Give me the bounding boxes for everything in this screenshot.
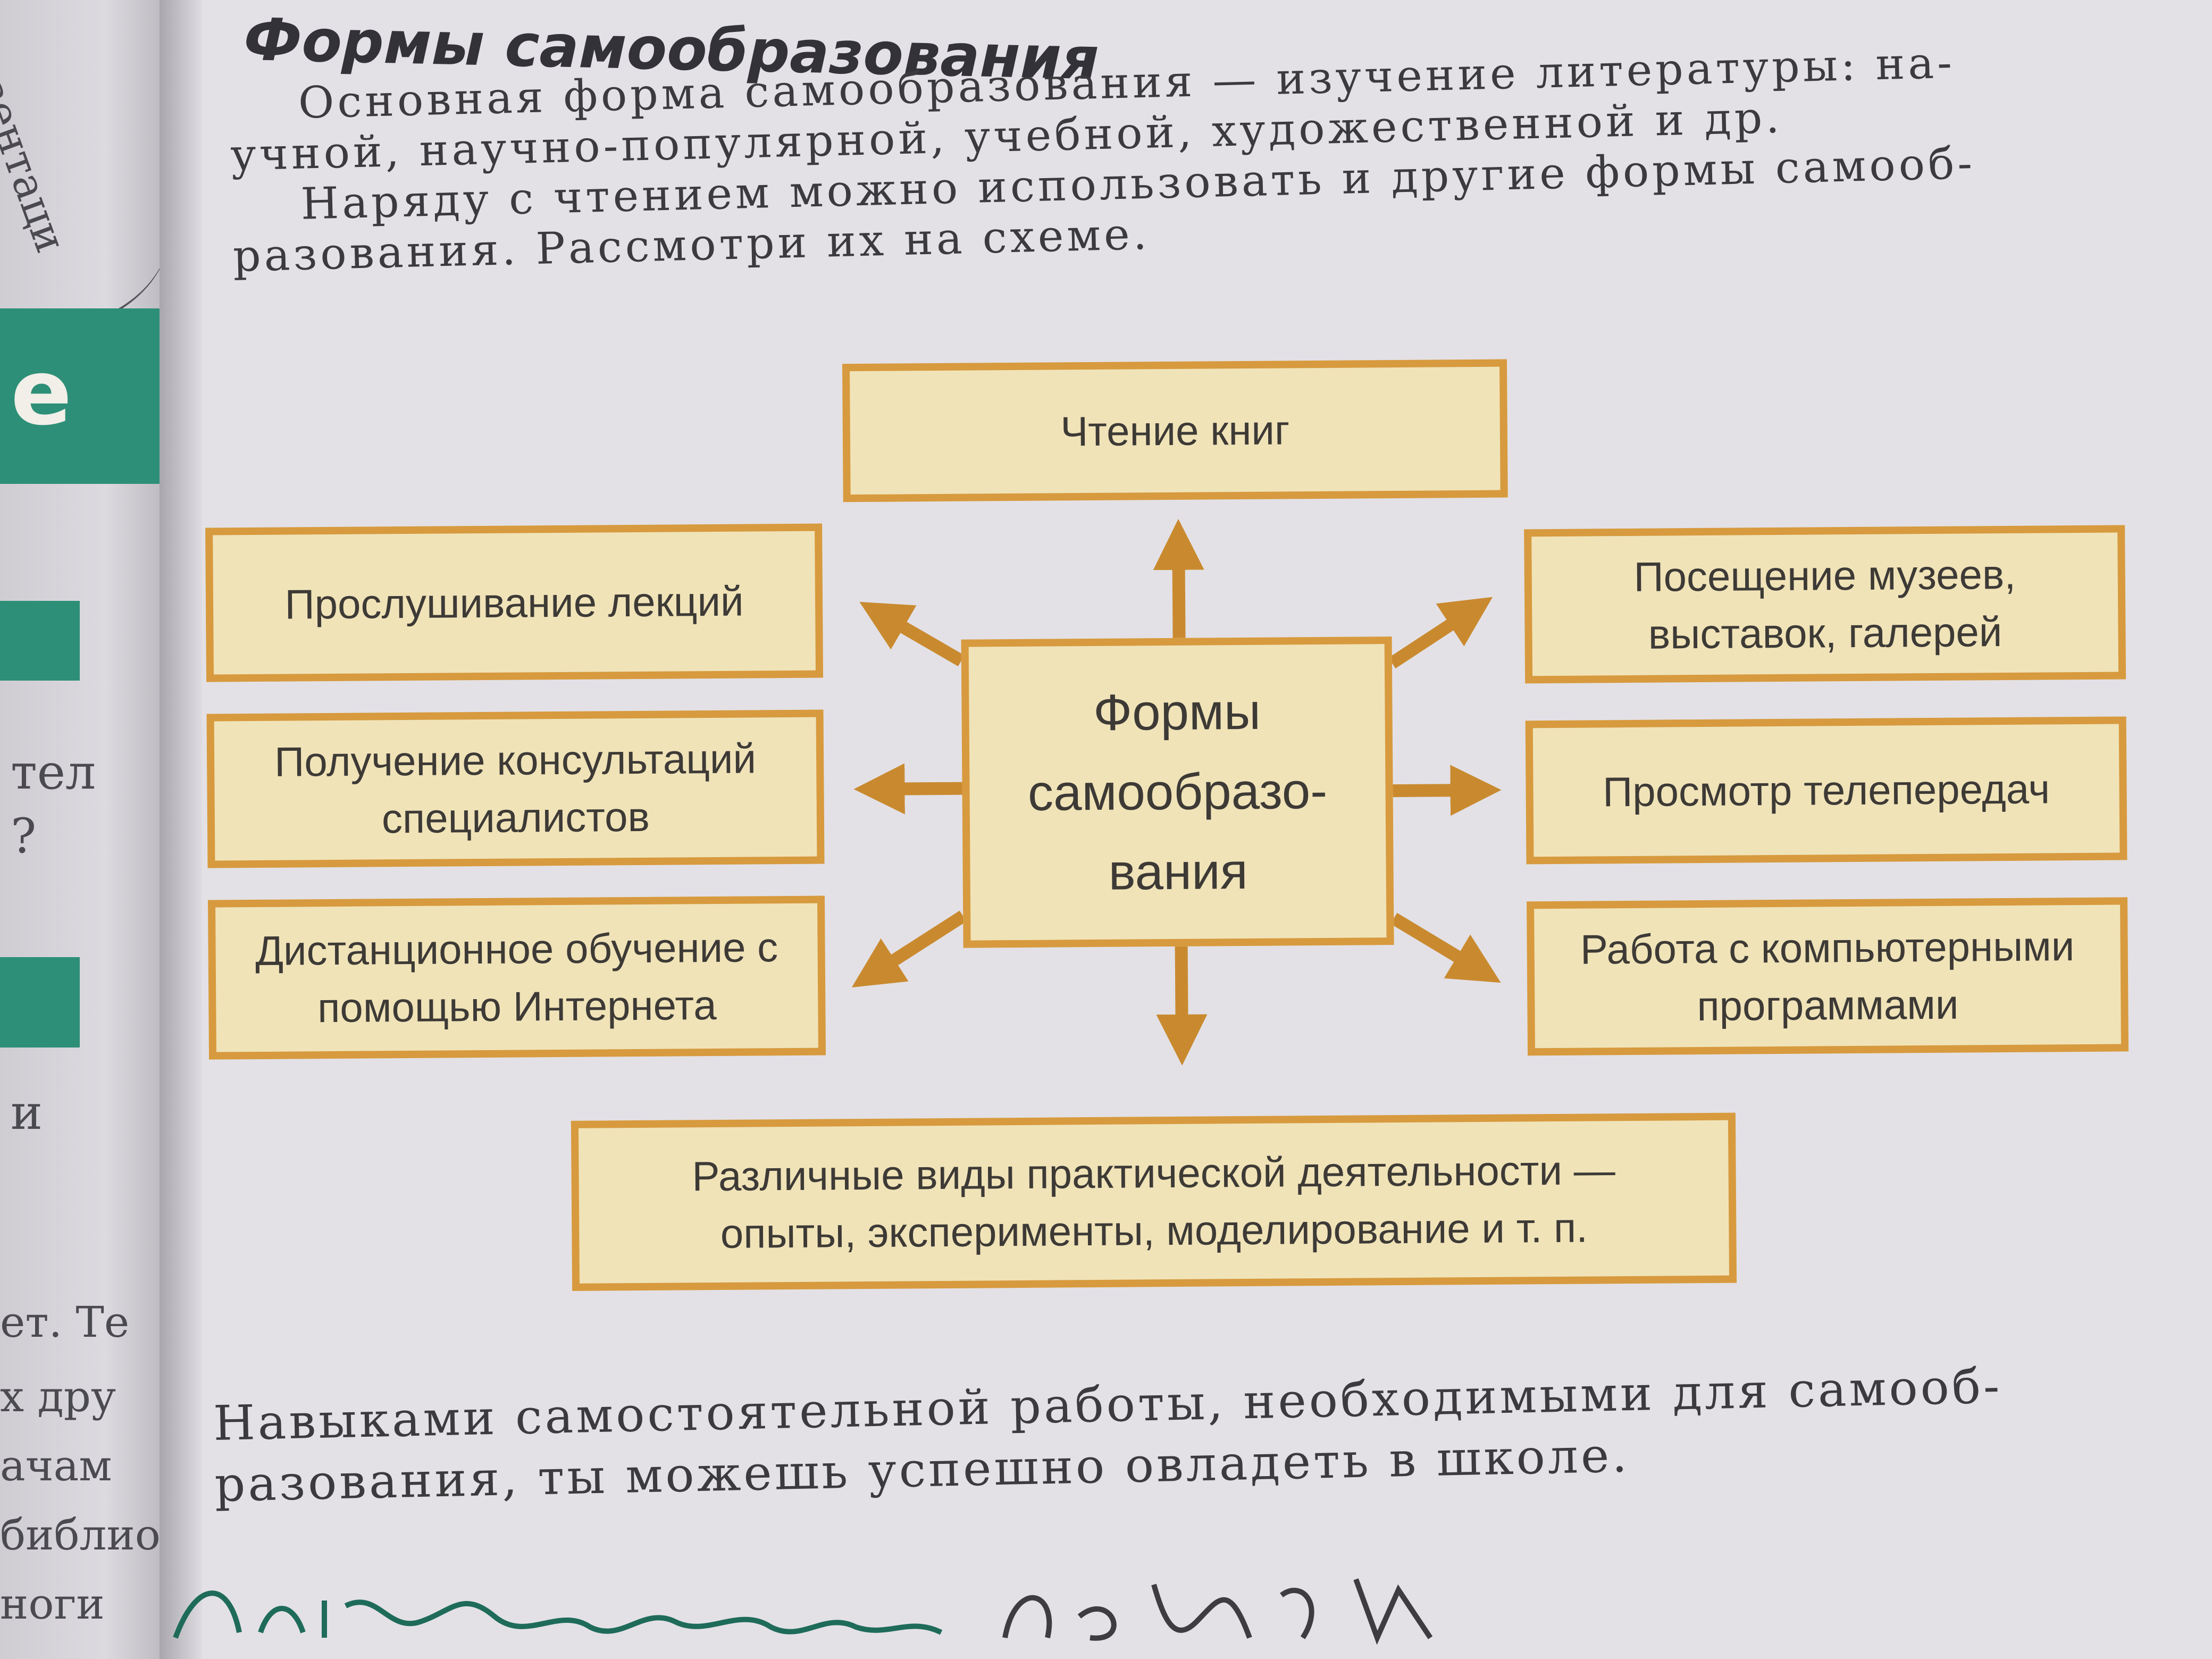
left-fragment: ачам bbox=[0, 1441, 112, 1490]
lectures-box: Прослушивание лекций bbox=[205, 523, 824, 682]
left-fragment: и bbox=[11, 1085, 43, 1141]
left-fragment: ? bbox=[11, 808, 37, 864]
arrow-up bbox=[1153, 518, 1204, 638]
book-gutter bbox=[160, 0, 202, 1659]
arrow-lower-right bbox=[1390, 912, 1501, 983]
computer-programs-box: Работа с компьютерными программами bbox=[1527, 897, 2129, 1056]
left-fragment: е bbox=[11, 340, 72, 446]
left-fragment: ет. Те bbox=[0, 1297, 130, 1347]
left-fragment: х дру bbox=[0, 1372, 116, 1421]
green-heading-band: е bbox=[0, 308, 175, 484]
arrow-upper-right bbox=[1388, 597, 1493, 669]
arrows-layer bbox=[851, 518, 1502, 1066]
left-fragment: тел bbox=[11, 744, 96, 800]
center-box: Формы самообразо- вания bbox=[961, 636, 1394, 948]
practical-activity-box: Различные виды практической деятельности… bbox=[571, 1112, 1737, 1291]
left-fragment: библио bbox=[0, 1510, 161, 1560]
self-education-diagram: Формы самообразо- вания Чтение книг Прос… bbox=[172, 333, 2168, 1315]
closing-paragraph: Навыками самостоятельной работы, необход… bbox=[213, 1354, 2076, 1515]
arrow-right bbox=[1393, 765, 1502, 816]
green-marker bbox=[0, 957, 80, 1048]
center-box-line: Формы bbox=[1093, 683, 1261, 741]
left-page-edge: езентаци е тел ? и ет. Те х дру ачам биб… bbox=[0, 0, 175, 1659]
arrow-lower-left bbox=[851, 910, 967, 987]
intro-paragraph: Основная форма самообразования — изучени… bbox=[229, 36, 2014, 282]
handwritten-scribble bbox=[173, 1578, 1433, 1645]
consultations-box: Получение консультаций специалистов bbox=[206, 709, 825, 868]
arrow-upper-left bbox=[859, 601, 965, 667]
museums-box: Посещение музеев, выставок, галерей bbox=[1524, 525, 2126, 684]
practical-activity-line: опыты, эксперименты, моделирование и т. … bbox=[720, 1204, 1588, 1257]
center-box-line: самообразо- bbox=[1027, 762, 1328, 822]
center-box-line: вания bbox=[1108, 842, 1248, 901]
distance-learning-box: Дистанционное обучение с помощью Интерне… bbox=[207, 895, 826, 1060]
practical-activity-line: Различные виды практической деятельности… bbox=[692, 1146, 1615, 1200]
left-fragment: ноги bbox=[0, 1579, 105, 1629]
reading-books-box: Чтение книг bbox=[842, 359, 1508, 502]
green-marker bbox=[0, 601, 80, 681]
tv-programs-box: Просмотр телепередач bbox=[1525, 716, 2127, 865]
